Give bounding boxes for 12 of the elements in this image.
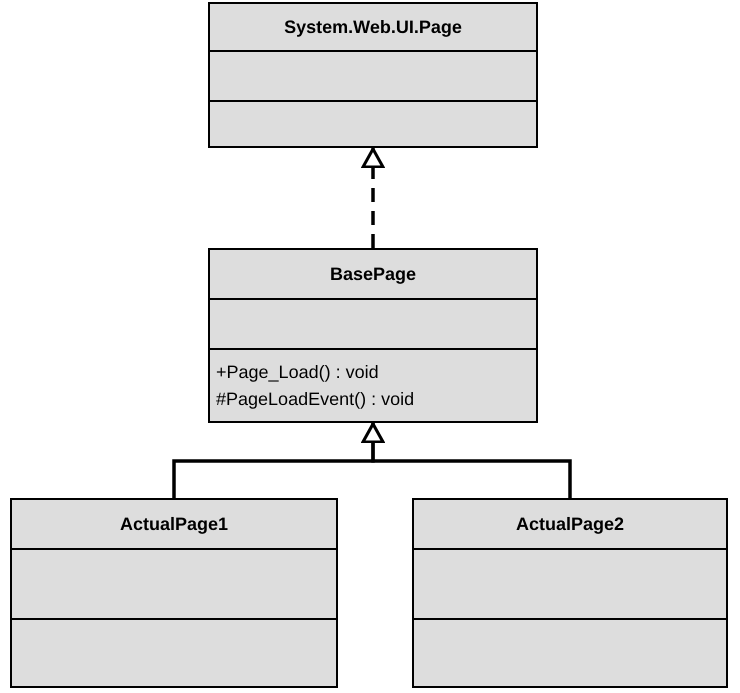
- class-name: System.Web.UI.Page: [284, 16, 462, 39]
- class-box: [412, 498, 728, 688]
- inheritance-arrow: [362, 422, 572, 498]
- class-name: ActualPage1: [120, 512, 228, 536]
- class-box: [208, 2, 538, 148]
- class-box: [10, 498, 338, 688]
- realization-arrow: [362, 148, 384, 248]
- method-text: #PageLoadEvent() : void: [216, 388, 416, 410]
- class-box: [208, 248, 538, 423]
- method-text: +Page_Load() : void: [216, 361, 380, 384]
- class-name: BasePage: [330, 262, 416, 286]
- class-name: ActualPage2: [516, 512, 624, 536]
